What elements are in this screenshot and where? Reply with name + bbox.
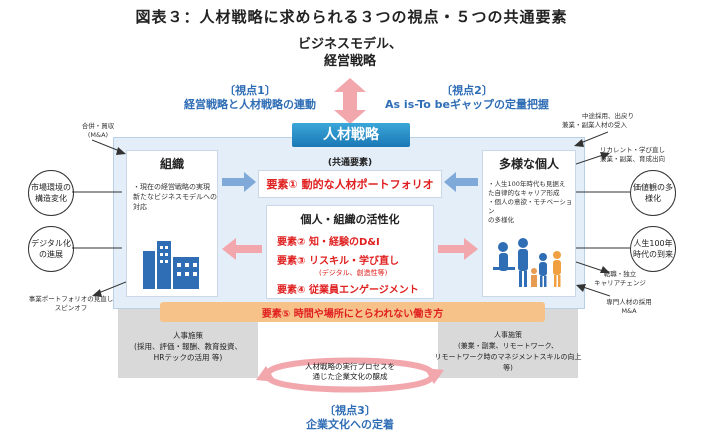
- hr-policy-left: 人事施策 (採用、評価・報酬、教育投資、 HRテックの活用 等): [118, 330, 258, 363]
- element5-banner: 要素⑤ 時間や場所にとらわれない働き方: [160, 302, 545, 322]
- arrow-right-org: [222, 172, 256, 192]
- right-connectors: [576, 191, 630, 249]
- view3: 〔視点3〕 企業文化への定着: [270, 404, 430, 432]
- business-model-heading: ビジネスモデル、 経営戦略: [250, 36, 450, 70]
- hr-right-line1: (兼業・副業、リモートワーク、: [457, 342, 559, 350]
- note-mid-hire-line1: 中途採用、出戻り: [582, 112, 634, 120]
- circle-life100: 人生100年時代の到来: [630, 226, 676, 272]
- hr-right-line2: リモートワーク時のマネジメントスキルの向上 等): [434, 353, 582, 372]
- note-career-line1: 転職・独立: [603, 270, 637, 278]
- note-ma-top-line2: (M&A): [87, 131, 109, 139]
- org-bullets: ・現在の経営戦略の実現 新たなビジネスモデルへの 対応: [133, 182, 217, 212]
- hr-left-title: 人事施策: [173, 331, 203, 340]
- individual-panel: 多様な個人 ・人生100年時代も見据え た自律的なキャリア形成 ・個人の意欲・モ…: [482, 150, 576, 297]
- view2: 〔視点2〕 As is-To beギャップの定量把握: [372, 84, 562, 112]
- note-recurrent-line1: リカレント・学び直し: [600, 146, 665, 154]
- note-mid-hire: 中途採用、出戻り 兼業・副業人材の受入: [562, 112, 682, 130]
- culture-cycle-arrows: [256, 357, 444, 393]
- note-portfolio-line1: 事業ポートフォリオの見直し: [28, 295, 114, 303]
- activation-title: 個人・組織の活性化: [300, 213, 400, 226]
- view1-text: 経営戦略と人材戦略の連動: [184, 98, 316, 111]
- org-bullet: ・現在の経営戦略の実現: [133, 183, 210, 191]
- element3-text: 要素③ リスキル・学び直し: [277, 256, 399, 267]
- view1: 〔視点1〕 経営戦略と人材戦略の連動: [175, 84, 325, 112]
- people-icon: [493, 238, 561, 287]
- note-expert-line2: M&A: [621, 307, 637, 315]
- note-ma-top: 合併・買収 (M&A): [68, 122, 128, 140]
- element1-box: 要素① 動的な人材ポートフォリオ: [258, 170, 442, 198]
- org-bullet: 対応: [133, 203, 147, 211]
- culture-line1: 人材戦略の実行プロセスを: [305, 362, 395, 371]
- arrow-right-activation: [438, 238, 478, 260]
- individual-bullet: の多様化: [488, 216, 514, 224]
- hr-left-line1: (採用、評価・報酬、教育投資、: [134, 342, 242, 351]
- org-panel: 組織 ・現在の経営戦略の実現 新たなビジネスモデルへの 対応: [126, 150, 218, 297]
- hr-policy-right: 人事施策 (兼業・副業、リモートワーク、 リモートワーク時のマネジメントスキルの…: [430, 330, 586, 374]
- activation-box: 個人・組織の活性化 要素② 知・経験のD&I 要素③ リスキル・学び直し (デジ…: [266, 205, 434, 299]
- hr-right-title: 人事施策: [494, 331, 522, 339]
- element4-text: 要素④ 従業員エンゲージメント: [277, 285, 419, 296]
- view2-text: As is-To beギャップの定量把握: [385, 98, 549, 111]
- note-ma-top-line1: 合併・買収: [81, 122, 115, 130]
- culture-text: 人材戦略の実行プロセスを 通じた企業文化の醸成: [290, 362, 410, 382]
- element5-text: 要素⑤ 時間や場所にとらわれない働き方: [261, 308, 444, 320]
- business-model-line2: 経営戦略: [323, 54, 376, 69]
- note-career: 転職・独立 キャリアチェンジ: [590, 270, 650, 288]
- element3-sub: (デジタル、創造性等): [319, 269, 388, 277]
- note-expert-line1: 専門人材の採用: [606, 298, 652, 306]
- org-title: 組織: [159, 157, 184, 171]
- common-elements-label: (共通要素): [327, 158, 373, 168]
- circle-market: 市場環境の構造変化: [28, 170, 74, 216]
- hr-strategy-banner: 人材戦略: [292, 123, 410, 147]
- element1-text: 要素① 動的な人材ポートフォリオ: [266, 178, 434, 191]
- view2-label: 〔視点2〕: [441, 84, 493, 97]
- business-model-line1: ビジネスモデル、: [297, 37, 402, 52]
- left-connectors: [72, 191, 122, 249]
- vertical-double-arrow: [334, 78, 366, 124]
- note-mid-hire-line2: 兼業・副業人材の受入: [562, 121, 627, 129]
- individual-title: 多様な個人: [498, 157, 559, 171]
- culture-line2: 通じた企業文化の醸成: [312, 372, 388, 381]
- note-recurrent-line2: 兼業・副業、育成出向: [600, 155, 665, 163]
- org-bullet: 新たなビジネスモデルへの: [133, 193, 217, 201]
- individual-bullets: ・人生100年時代も見据え た自律的なキャリア形成 ・個人の意欲・モチベーション…: [488, 180, 575, 225]
- arrow-expert-in: [576, 284, 610, 297]
- arrow-ma-in: [92, 139, 126, 155]
- arrow-left-individual: [444, 172, 478, 192]
- hr-left-line2: HRテックの活用 等): [153, 353, 223, 362]
- arrow-career-out: [576, 261, 610, 273]
- circle-values: 価値観の多様化: [630, 170, 676, 216]
- view1-label: 〔視点1〕: [224, 84, 276, 97]
- view3-label: 〔視点3〕: [324, 404, 376, 417]
- arrow-recurrent-out: [576, 152, 610, 165]
- individual-bullet: ・人生100年時代も見据え: [488, 180, 566, 188]
- arrow-left-activation: [222, 238, 262, 260]
- note-expert: 専門人材の採用 M&A: [594, 298, 664, 316]
- individual-bullet: た自律的なキャリア形成: [488, 189, 560, 197]
- individual-bullet: ・個人の意欲・モチベーション: [488, 198, 573, 215]
- note-portfolio-line2: スピンオフ: [54, 304, 88, 312]
- building-icon: [143, 241, 199, 289]
- note-portfolio: 事業ポートフォリオの見直し スピンオフ: [16, 295, 126, 313]
- element2-text: 要素② 知・経験のD&I: [277, 237, 380, 248]
- note-career-line2: キャリアチェンジ: [594, 279, 646, 287]
- figure-title: 図表３：人材戦略に求められる３つの視点・５つの共通要素: [135, 8, 568, 26]
- circle-digital: デジタル化の進展: [28, 226, 74, 272]
- arrow-portfolio-out: [92, 281, 126, 297]
- note-recurrent: リカレント・学び直し 兼業・副業、育成出向: [600, 146, 700, 164]
- view3-text: 企業文化への定着: [306, 418, 394, 431]
- arrow-mid-hire-in: [574, 131, 608, 147]
